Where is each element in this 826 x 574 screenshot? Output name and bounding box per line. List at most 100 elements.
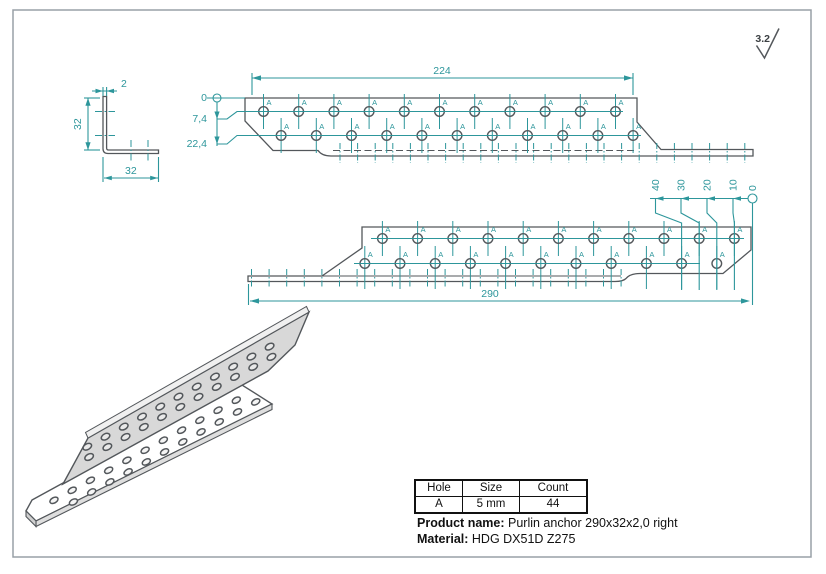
hole-label: A	[337, 98, 342, 107]
iso-hole	[86, 488, 97, 496]
iso-hole	[229, 372, 240, 382]
hole-label: A	[390, 122, 395, 131]
ordinate-leader	[706, 198, 718, 290]
hole-table-data-row: A 5 mm 44	[414, 496, 588, 514]
page-frame	[12, 9, 812, 558]
iso-hole	[246, 352, 257, 361]
iso-hole	[191, 382, 202, 391]
hole-table-header-count: Count	[519, 479, 588, 497]
iso-hole	[157, 412, 168, 422]
material-line: Material: HDG DX51D Z275	[417, 532, 678, 548]
hole-label: A	[443, 98, 448, 107]
hole-label: A	[544, 250, 549, 259]
product-name-value: Purlin anchor 290x32x2,0 right	[508, 516, 678, 530]
iso-hole	[228, 362, 239, 371]
iso-hole	[173, 392, 184, 401]
iso-hole	[82, 442, 93, 451]
iso-hole	[140, 446, 150, 455]
ordinate-label: 10	[728, 179, 740, 191]
hole-label: A	[421, 225, 426, 234]
iso-hole	[49, 496, 59, 505]
iso-hole	[248, 362, 259, 372]
hole-label: A	[385, 225, 390, 234]
hole-label: A	[407, 98, 412, 107]
material-label: Material:	[417, 531, 469, 546]
isometric-view	[25, 305, 311, 528]
iso-hole	[232, 407, 243, 416]
hole-label: A	[702, 225, 707, 234]
iso-hole	[213, 406, 223, 415]
front-view-dimensions	[247, 193, 758, 305]
top-view-dimensions	[207, 73, 641, 146]
iso-hole	[211, 382, 222, 392]
iso-hole	[177, 438, 188, 446]
hole-label: A	[267, 98, 272, 107]
iso-hole	[266, 352, 277, 362]
iso-hole	[84, 452, 95, 462]
hole-table-cell-hole: A	[414, 496, 463, 514]
hole-label: A	[491, 225, 496, 234]
product-name-label: Product name:	[417, 516, 505, 530]
hole-label: A	[526, 225, 531, 234]
iso-hole	[155, 402, 166, 411]
hole-label: A	[636, 122, 641, 131]
ordinate-label: 30	[676, 179, 688, 191]
iso-hole	[214, 417, 225, 426]
product-info: Product name: Purlin anchor 290x32x2,0 r…	[417, 516, 678, 547]
hole-label: A	[583, 98, 588, 107]
hole-label: A	[438, 250, 443, 259]
ordinate-leader	[732, 198, 735, 290]
iso-hole	[193, 392, 204, 402]
hole-label: A	[649, 250, 654, 259]
surface-roughness-symbol: 3.2	[755, 28, 780, 60]
ordinate-arrow	[681, 196, 689, 201]
section-dimensions	[84, 87, 160, 182]
hole-label: A	[456, 225, 461, 234]
ordinate-arrow	[655, 196, 664, 201]
section-centerlines	[95, 111, 149, 162]
iso-hole	[175, 402, 186, 412]
hole-label: A	[319, 122, 324, 131]
iso-vertical-flange	[61, 310, 311, 486]
iso-tip-edge	[25, 509, 37, 528]
hole-label: A	[355, 122, 360, 131]
hole-label: A	[685, 250, 690, 259]
dim-width: 32	[125, 165, 137, 177]
iso-top-edge	[84, 305, 310, 439]
ordinate-arrow	[707, 196, 715, 201]
iso-hole	[102, 442, 113, 452]
hole-label: A	[561, 225, 566, 234]
ordinate-0: 0	[201, 92, 207, 104]
iso-hole	[250, 397, 261, 406]
hole-label: A	[284, 122, 289, 131]
section-outline	[102, 95, 160, 155]
hole-label: A	[302, 98, 307, 107]
dim-length-224: 224	[433, 65, 451, 77]
hole-label: A	[473, 250, 478, 259]
hole-label: A	[509, 250, 514, 259]
hole-label: A	[614, 250, 619, 259]
iso-hole	[138, 422, 149, 432]
hole-label: A	[460, 122, 465, 131]
hole-label: A	[667, 225, 672, 234]
iso-hole	[159, 448, 170, 456]
iso-hole	[67, 486, 78, 495]
hole-label: A	[597, 225, 602, 234]
hole-table-header-size: Size	[462, 479, 520, 497]
iso-hole	[120, 432, 131, 442]
product-name-line: Product name: Purlin anchor 290x32x2,0 r…	[417, 516, 678, 532]
hole-label: A	[531, 122, 536, 131]
iso-hole	[122, 456, 132, 465]
hole-label: A	[548, 98, 553, 107]
hole-label: A	[632, 225, 637, 234]
hole-label: A	[579, 250, 584, 259]
hole-table-header-hole: Hole	[414, 479, 463, 497]
hole-label: A	[566, 122, 571, 131]
